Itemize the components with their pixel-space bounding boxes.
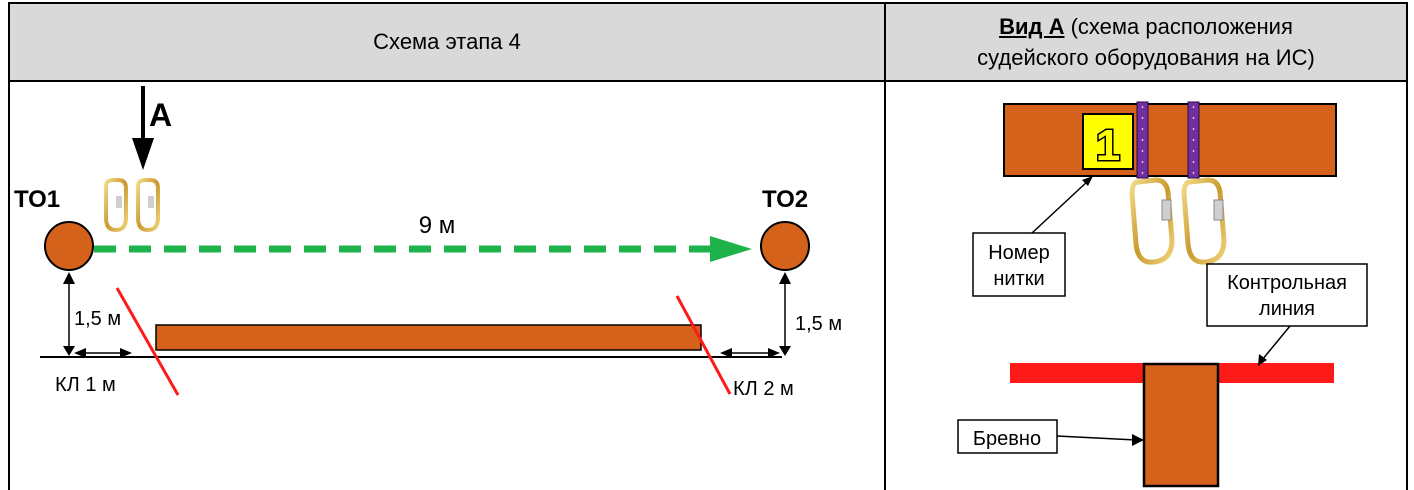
thread-label-line1: Номер bbox=[988, 242, 1050, 264]
kl2-label: КЛ 2 м bbox=[733, 378, 794, 400]
log-callout bbox=[1056, 435, 1137, 441]
to1-label: ТО1 bbox=[14, 186, 60, 213]
to1-point bbox=[44, 221, 94, 271]
carabiner-icon bbox=[1129, 177, 1175, 265]
stage-scheme-header: Схема этапа 4 bbox=[8, 2, 886, 82]
thread-number-plate bbox=[1082, 113, 1134, 170]
view-a-cell bbox=[884, 80, 1408, 490]
distance-label: 9 м bbox=[419, 212, 456, 239]
control-line-callout-arrowhead bbox=[1258, 354, 1267, 366]
view-a-title-rest: (схема расположения bbox=[1064, 14, 1293, 39]
control-line-callout bbox=[1261, 325, 1291, 361]
control-line-label-line2: линия bbox=[1259, 298, 1315, 320]
height-arrow-right bbox=[779, 272, 791, 356]
stage-scheme-cell bbox=[8, 80, 886, 490]
thread-label-line2: нитки bbox=[993, 268, 1044, 290]
height-arrow-left bbox=[63, 272, 75, 356]
view-a-log bbox=[1003, 103, 1337, 177]
height-right-label: 1,5 м bbox=[795, 313, 842, 335]
thread-label-box bbox=[972, 232, 1066, 297]
log-callout-arrowhead bbox=[1132, 434, 1144, 446]
thread-callout-arrowhead bbox=[1082, 176, 1093, 186]
carabiner-icon bbox=[1181, 177, 1227, 265]
carabiner-icon bbox=[136, 178, 160, 233]
thread-callout-line bbox=[1031, 179, 1090, 234]
to2-point bbox=[760, 221, 810, 271]
control-line-1 bbox=[115, 287, 180, 396]
log-label-box bbox=[957, 419, 1058, 454]
purple-strap bbox=[1187, 101, 1200, 179]
view-a-arrow bbox=[132, 86, 154, 170]
view-a-title-line2: судейского оборудования на ИС) bbox=[977, 45, 1315, 70]
view-a-log-vertical bbox=[1142, 362, 1220, 488]
control-line-label-box bbox=[1206, 263, 1368, 327]
to2-label: ТО2 bbox=[762, 186, 808, 213]
traverse-arrowhead bbox=[710, 236, 752, 262]
view-a-title: Вид А (схема расположения судейского обо… bbox=[977, 11, 1315, 73]
kl2-arrow bbox=[720, 348, 780, 358]
kl1-label: КЛ 1 м bbox=[55, 374, 116, 396]
height-left-label: 1,5 м bbox=[74, 308, 121, 330]
view-a-header: Вид А (схема расположения судейского обо… bbox=[884, 2, 1408, 82]
log bbox=[155, 324, 702, 351]
log-label: Бревно bbox=[973, 428, 1041, 450]
thread-number: 1 bbox=[1096, 121, 1120, 170]
purple-strap bbox=[1136, 101, 1149, 179]
view-a-title-bold: Вид А bbox=[999, 14, 1065, 39]
stage-scheme-title: Схема этапа 4 bbox=[373, 29, 521, 54]
kl1-arrow bbox=[74, 348, 132, 358]
control-line-label-line1: Контрольная bbox=[1227, 272, 1347, 294]
arrow-label: А bbox=[149, 97, 172, 133]
control-line-2 bbox=[675, 295, 732, 395]
carabiner-icon bbox=[104, 178, 128, 233]
